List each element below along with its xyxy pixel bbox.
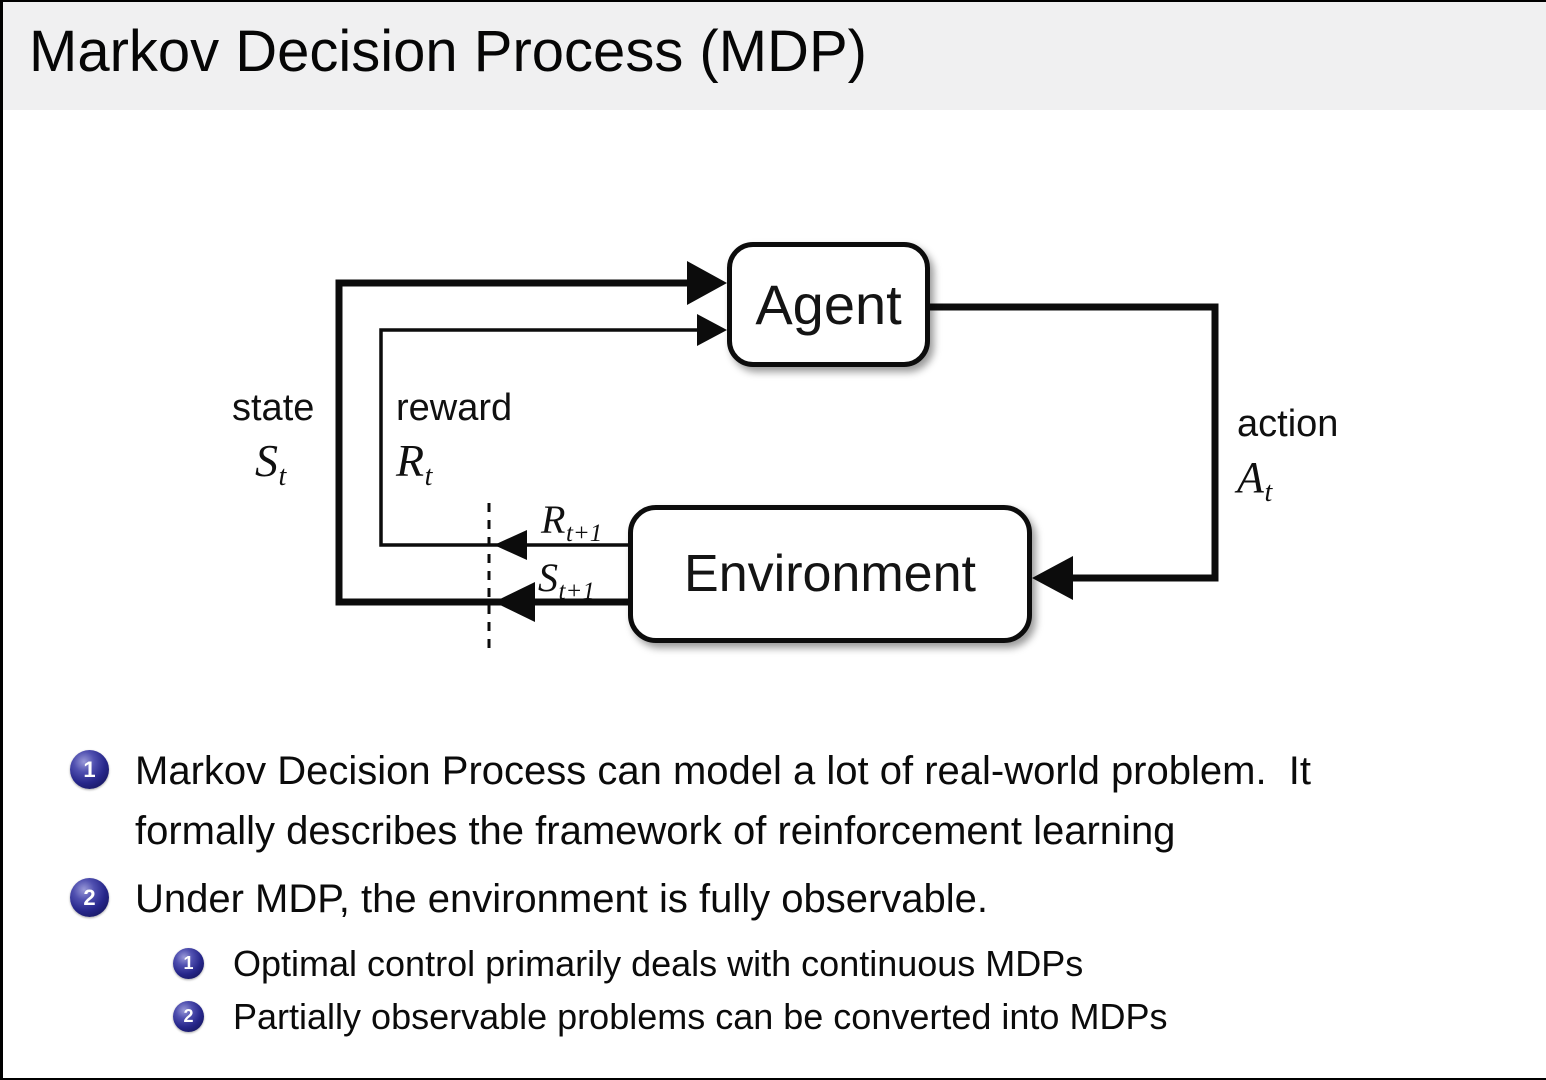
state-label: state bbox=[232, 387, 315, 429]
state-arrowhead-at-boundary bbox=[494, 582, 535, 622]
bullet-list: 1 Markov Decision Process can model a lo… bbox=[70, 741, 1520, 1043]
list-item-line: Optimal control primarily deals with con… bbox=[233, 943, 1084, 984]
state-symbol: St bbox=[255, 435, 287, 492]
list-item-text: Markov Decision Process can model a lot … bbox=[135, 741, 1311, 861]
action-symbol: At bbox=[1237, 453, 1273, 508]
list-item-line: Under MDP, the environment is fully obse… bbox=[135, 877, 989, 921]
enum-sub-badge-1: 1 bbox=[173, 948, 204, 979]
environment-node: Environment bbox=[628, 505, 1032, 643]
enum-sub-badge-2: 2 bbox=[173, 1001, 204, 1032]
page-title: Markov Decision Process (MDP) bbox=[29, 19, 867, 84]
next-state-symbol: St+1 bbox=[538, 555, 595, 605]
list-item-line: Partially observable problems can be con… bbox=[233, 996, 1168, 1037]
slide-border-left bbox=[0, 0, 3, 1080]
environment-node-label: Environment bbox=[684, 545, 976, 603]
reward-label: reward bbox=[396, 387, 513, 429]
list-item: 2 Under MDP, the environment is fully ob… bbox=[70, 869, 1520, 929]
reward-arrowhead-into-agent bbox=[697, 314, 727, 346]
slide-border-top bbox=[0, 0, 1546, 2]
list-item: 1 Optimal control primarily deals with c… bbox=[173, 938, 1520, 990]
list-item-text: Under MDP, the environment is fully obse… bbox=[135, 869, 988, 929]
reward-arrowhead-at-boundary bbox=[494, 530, 527, 560]
enum-badge-2: 2 bbox=[70, 878, 109, 917]
list-item: 1 Markov Decision Process can model a lo… bbox=[70, 741, 1520, 861]
title-bar: Markov Decision Process (MDP) bbox=[3, 2, 1546, 110]
state-arrowhead-into-agent bbox=[687, 261, 727, 305]
list-item: 2 Partially observable problems can be c… bbox=[173, 991, 1520, 1043]
list-item-line: formally describes the framework of rein… bbox=[135, 809, 1176, 853]
agent-node: Agent bbox=[727, 242, 930, 367]
next-reward-symbol: Rt+1 bbox=[541, 497, 603, 547]
sub-bullet-list: 1 Optimal control primarily deals with c… bbox=[173, 938, 1520, 1043]
enum-badge-1: 1 bbox=[70, 750, 109, 789]
reward-symbol: Rt bbox=[396, 435, 433, 492]
action-arrowhead-into-environment bbox=[1032, 556, 1073, 600]
slide-border-bottom bbox=[0, 1078, 1546, 1080]
action-label: action bbox=[1237, 403, 1339, 445]
agent-node-label: Agent bbox=[755, 273, 902, 336]
list-item-line: Markov Decision Process can model a lot … bbox=[135, 749, 1312, 793]
